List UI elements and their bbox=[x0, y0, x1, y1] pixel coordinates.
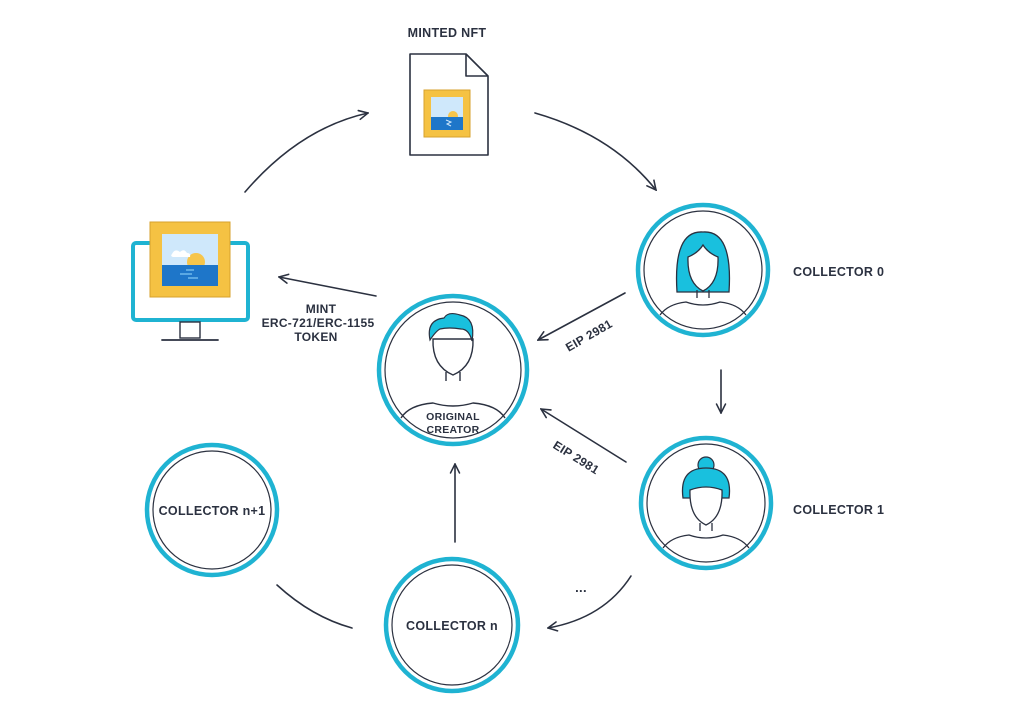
royalty-label-collector-1: EIP 2981 bbox=[551, 438, 602, 477]
arc-collectorn1-to-collectorn bbox=[276, 584, 353, 629]
collector-n-node: COLLECTOR n bbox=[383, 556, 521, 694]
arrow-collector1-to-collectorn bbox=[548, 575, 632, 628]
monitor-icon bbox=[131, 221, 250, 341]
minted-nft-label: MINTED NFT bbox=[408, 26, 487, 40]
mint-label: MINT ERC-721/ERC-1155 TOKEN bbox=[262, 302, 375, 344]
connectors bbox=[244, 112, 721, 629]
creator-label-line1: ORIGINAL bbox=[426, 411, 480, 423]
ellipsis-label: ... bbox=[575, 580, 587, 595]
collector-n-label: COLLECTOR n bbox=[406, 619, 498, 633]
minted-nft-node: MINTED NFT bbox=[408, 26, 489, 156]
collector-1-node: COLLECTOR 1 bbox=[638, 435, 884, 571]
mint-label-line1: MINT bbox=[306, 302, 337, 316]
framed-picture-icon bbox=[423, 89, 471, 138]
collector-1-label: COLLECTOR 1 bbox=[793, 503, 884, 517]
creator-label-line2: CREATOR bbox=[426, 424, 479, 436]
avatar-icon bbox=[659, 231, 747, 316]
collector-n1-node: COLLECTOR n+1 bbox=[144, 442, 280, 578]
mint-label-line2: ERC-721/ERC-1155 bbox=[262, 316, 375, 330]
collector-0-label: COLLECTOR 0 bbox=[793, 265, 884, 279]
arrow-nft-to-collector-0 bbox=[534, 112, 656, 190]
original-creator-node: ORIGINAL CREATOR bbox=[376, 293, 530, 447]
arrow-collector1-royalty bbox=[541, 409, 627, 463]
collector-0-node: COLLECTOR 0 bbox=[635, 202, 884, 338]
arrow-monitor-to-nft bbox=[244, 113, 368, 193]
mint-label-line3: TOKEN bbox=[294, 330, 337, 344]
arrow-creator-to-monitor bbox=[279, 277, 377, 297]
avatar-icon bbox=[400, 312, 506, 419]
avatar-icon bbox=[662, 456, 750, 549]
artwork-icon bbox=[149, 221, 231, 298]
arrow-collector0-royalty bbox=[538, 292, 626, 340]
collector-n1-label: COLLECTOR n+1 bbox=[159, 504, 266, 518]
